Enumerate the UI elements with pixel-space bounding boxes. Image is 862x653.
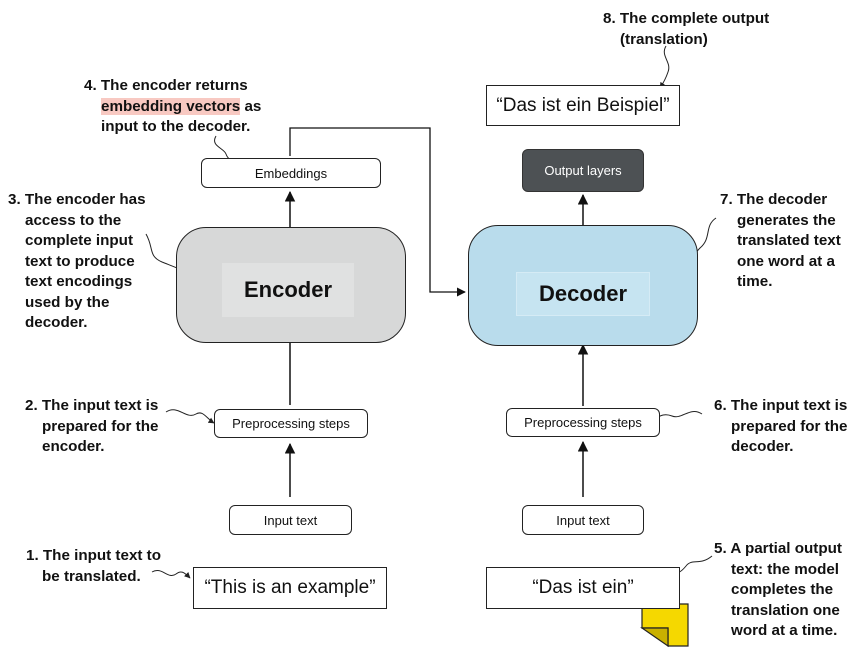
partial-output-box: “Das ist ein” — [486, 567, 680, 609]
arrow-embeddings-to-decoder — [289, 127, 466, 297]
decoder-preprocessing-box: Preprocessing steps — [506, 408, 660, 437]
decoder-input-box: Input text — [522, 505, 644, 535]
decoder-label: Decoder — [516, 272, 650, 316]
callout-2 — [165, 409, 215, 424]
annotation-3: 3. The encoder has access to the complet… — [8, 191, 146, 331]
annotation-1: 1. The input text to be translated. — [26, 547, 161, 585]
embeddings-box: Embeddings — [201, 158, 381, 188]
annotation-4: 4. The encoder returns embedding vectors… — [84, 77, 262, 135]
encoder-label: Encoder — [222, 263, 354, 317]
annotation-7: 7. The decoder generates the translated … — [720, 191, 841, 290]
source-text-box: “This is an example” — [193, 567, 387, 609]
annotation-6: 6. The input text is prepared for the de… — [714, 397, 848, 455]
complete-output-box: “Das ist ein Beispiel” — [486, 85, 680, 126]
embedding-vectors-highlight: embedding vectors — [101, 97, 241, 115]
callout-1 — [151, 570, 191, 579]
sticky-note-icon — [640, 603, 689, 648]
callout-6 — [653, 411, 703, 420]
annotation-5: 5. A partial output text: the model comp… — [714, 540, 842, 639]
output-layers-box: Output layers — [522, 149, 644, 192]
annotation-8: 8. The complete output (translation) — [603, 10, 770, 48]
encoder-preprocessing-box: Preprocessing steps — [214, 409, 368, 438]
encoder-input-box: Input text — [229, 505, 352, 535]
callout-8 — [659, 45, 670, 89]
annotation-2: 2. The input text is prepared for the en… — [25, 397, 159, 455]
